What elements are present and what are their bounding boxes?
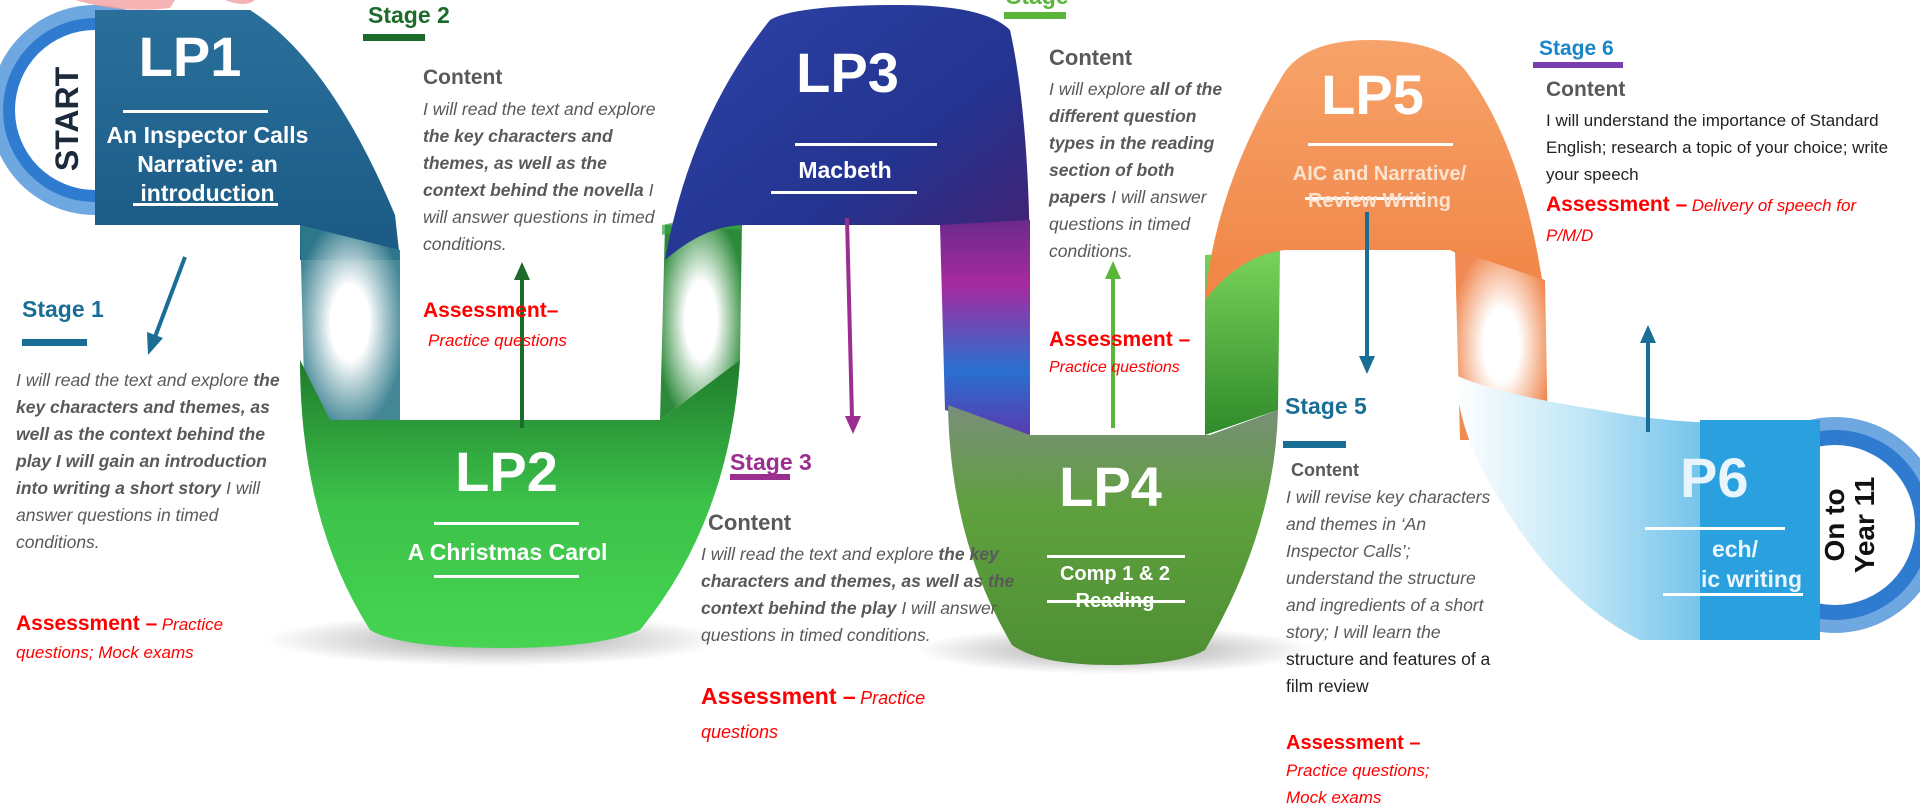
stage1-body-part5: I will answer questions in timed conditi… (16, 478, 261, 552)
stage3-content-heading: Content (708, 510, 792, 535)
lp5-title: LP5 (1321, 63, 1424, 126)
stage2-body: I will read the text and explore the key… (423, 96, 658, 258)
stage1-body-part2: the key characters and themes, as well a… (16, 370, 280, 471)
stage5-content-heading: Content (1291, 460, 1359, 480)
stage6-assessment: Assessment – Delivery of speech for P/M/… (1546, 190, 1876, 251)
stage4-assessment-detail: Practice questions (1049, 359, 1180, 376)
lp2-fold (660, 220, 742, 420)
lp1-subtitle-line3: introduction (140, 180, 275, 206)
stage4-body-part3: I will answer questions in timed conditi… (1049, 187, 1207, 261)
arrow-lp3-stage3 (845, 217, 861, 434)
stage5-title: Stage 5 (1285, 393, 1367, 419)
stage5-body-plain: structure and features of a film review (1286, 649, 1491, 696)
lp3-title: LP3 (796, 41, 899, 104)
stage1-assessment-heading: Assessment – (16, 612, 158, 635)
stage2-content-heading: Content (423, 66, 503, 89)
lp3-fold (940, 220, 1030, 435)
stage3-body: I will read the text and explore the key… (701, 541, 1021, 649)
arrow-lp4-stage4 (1105, 261, 1121, 428)
stage4-assessment: Assessment – Practice questions (1049, 326, 1249, 382)
arrow-lp1-stage1 (147, 256, 187, 355)
stage3-body-part1: I will read the text and explore (701, 544, 939, 564)
stage6-assessment-detail: Delivery of speech for P/M/D (1546, 196, 1857, 245)
lp1-fold (300, 225, 400, 420)
lp5-subtitle: AIC and Narrative/ Review Writing (1272, 161, 1487, 215)
stage2-body-part2: the key characters and themes, as well a… (423, 126, 644, 200)
stage5-assessment-detail: Practice questions; Mock exams (1286, 761, 1430, 807)
start-label: START (49, 66, 85, 172)
stage5-bar (1283, 441, 1346, 448)
stage6-assessment-heading: Assessment – (1546, 193, 1688, 216)
arrow-lp2-stage2 (514, 262, 530, 428)
stage4-body-part1: I will explore (1049, 79, 1151, 99)
stage2-title: Stage 2 (368, 2, 450, 28)
lp2-ribbon (300, 360, 740, 648)
stage2-bar (363, 34, 425, 41)
lp4-subtitle-line1: Comp 1 & 2 (1059, 563, 1171, 585)
stage2-body-part3: I will answer questions in timed conditi… (423, 180, 655, 254)
lp4-subtitle: Comp 1 & 2 Reading (1040, 561, 1190, 615)
end-label-line2: Year 11 (1849, 476, 1880, 574)
stage1-bar (22, 339, 87, 346)
stage1-body: I will read the text and explore the key… (16, 367, 291, 556)
stage4-assessment-heading: Assessment – (1049, 328, 1191, 351)
lp4-subtitle-line2: Reading (1075, 590, 1155, 612)
stage4-body: I will explore all of the different ques… (1049, 76, 1224, 265)
stage2-assessment-detail: Practice questions (428, 331, 567, 350)
lp6-subtitle-line1: ech/ (1711, 536, 1758, 562)
lp3-subtitle: Macbeth (770, 157, 920, 184)
lp1-subtitle-line1: An Inspector Calls (106, 122, 309, 148)
lp6-subtitle-line2: ic writing (1701, 566, 1802, 592)
lp5-ribbon (1205, 40, 1545, 300)
lp2-title: LP2 (455, 440, 558, 503)
arrow-lp5-stage5 (1359, 212, 1375, 374)
lp4-fold (1205, 250, 1280, 435)
lp2-subtitle: A Christmas Carol (395, 539, 620, 566)
lp6-title: P6 (1680, 446, 1749, 509)
stage3-assessment: Assessment – Practice questions (701, 680, 991, 750)
lp1-subtitle: An Inspector Calls Narrative: an introdu… (90, 121, 325, 208)
stage3-title: Stage 3 (730, 449, 812, 475)
stage1-body-part1: I will read the text and explore (16, 370, 254, 390)
stage3-body-part3: I will answer questions in timed conditi… (701, 598, 997, 645)
lp4-title: LP4 (1059, 455, 1162, 518)
stage4-bar (1004, 12, 1066, 19)
stage5-body-part1: I will revise key characters and themes … (1286, 487, 1491, 642)
stage3-bar (730, 474, 790, 480)
stage3-assessment-detail: Practice questions (701, 688, 926, 742)
stage2-body-part1: I will read the text and explore (423, 99, 656, 119)
lp4-ribbon (948, 405, 1278, 665)
stage2-assessment-heading: Assessment– (423, 299, 559, 322)
stage3-body-part2: the key characters and themes, as well a… (701, 544, 1015, 618)
stage6-content-heading: Content (1546, 78, 1626, 101)
stage1-assessment-detail: Practice questions; Mock exams (16, 615, 224, 662)
stage2-assessment: Assessment– Practice questions (423, 296, 623, 356)
stage4-body-part2: all of the different question types in t… (1049, 79, 1223, 207)
stage6-title: Stage 6 (1539, 37, 1614, 60)
arrow-lp6-stage6 (1640, 325, 1656, 432)
stage5-assessment: Assessment – Practice questions; Mock ex… (1286, 730, 1486, 811)
lp6-subtitle: ech/ ic writing (1660, 534, 1810, 594)
lp5-subtitle-line2: Review Writing (1308, 190, 1451, 212)
lp3-subtitle-line1: Macbeth (798, 157, 892, 183)
stage1-title: Stage 1 (22, 296, 104, 322)
stage6-bar (1533, 62, 1623, 68)
stage4-content-heading: Content (1049, 45, 1133, 70)
lp1-title: LP1 (138, 25, 242, 88)
lp1-subtitle-line2: Narrative: an (137, 151, 278, 177)
lp2-subtitle-line1: A Christmas Carol (407, 539, 608, 565)
stage1-assessment: Assessment – Practice questions; Mock ex… (16, 610, 266, 667)
lp5-subtitle-line1: AIC and Narrative/ (1292, 163, 1467, 185)
end-label-line1: On to (1819, 488, 1850, 562)
stage6-body: I will understand the importance of Stan… (1546, 111, 1889, 184)
stage5-assessment-heading: Assessment – (1286, 732, 1421, 754)
stage3-assessment-heading: Assessment – (701, 683, 856, 709)
lp3-ribbon (665, 5, 1030, 280)
stage5-body: I will revise key characters and themes … (1286, 484, 1501, 700)
stage1-body-part4: I will gain an introduction into writing… (16, 451, 267, 498)
lp1-ribbon (95, 10, 400, 260)
end-label: On to Year 11 (1819, 445, 1880, 605)
stage4-title: Stage (1006, 0, 1069, 10)
